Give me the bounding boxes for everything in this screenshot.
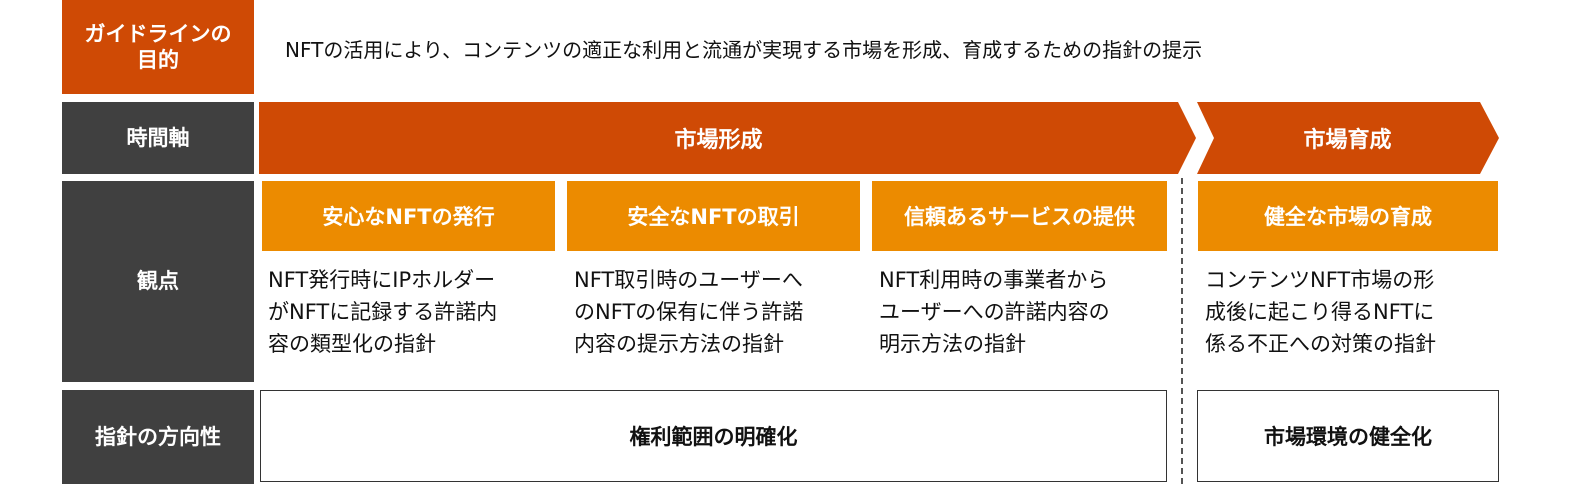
phase-market-growth: 市場育成	[1303, 128, 1392, 153]
perspective-safe-trading: 安全なNFTの取引	[567, 181, 860, 251]
direction-label: 指針の方向性	[62, 390, 254, 484]
phase-market-formation: 市場形成	[674, 128, 763, 153]
arrow-market-formation	[259, 102, 1196, 174]
perspective-desc-4: コンテンツNFT市場の形 成後に起こり得るNFTに 係る不正への対策の指針	[1205, 268, 1436, 356]
perspective-desc-3: NFT利用時の事業者から ユーザーへの許諾内容の 明示方法の指針	[879, 268, 1110, 356]
direction-market-health: 市場環境の健全化	[1197, 390, 1499, 482]
perspective-trusted-service: 信頼あるサービスの提供	[872, 181, 1167, 251]
purpose-text: NFTの活用により、コンテンツの適正な利用と流通が実現する市場を形成、育成するた…	[285, 37, 1203, 62]
perspective-desc-1: NFT発行時にIPホルダー がNFTに記録する許諾内 容の類型化の指針	[268, 268, 498, 356]
phase-divider	[1181, 178, 1183, 484]
perspective-label: 観点	[62, 181, 254, 382]
arrow-market-growth	[1197, 102, 1499, 174]
direction-rights-clarification: 権利範囲の明確化	[260, 390, 1167, 482]
purpose-label: ガイドラインの 目的	[62, 0, 254, 94]
timeline-label: 時間軸	[62, 102, 254, 174]
perspective-healthy-market: 健全な市場の育成	[1198, 181, 1498, 251]
perspective-secure-issuance: 安心なNFTの発行	[262, 181, 555, 251]
perspective-desc-2: NFT取引時のユーザーへ のNFTの保有に伴う許諾 内容の提示方法の指針	[574, 268, 804, 356]
